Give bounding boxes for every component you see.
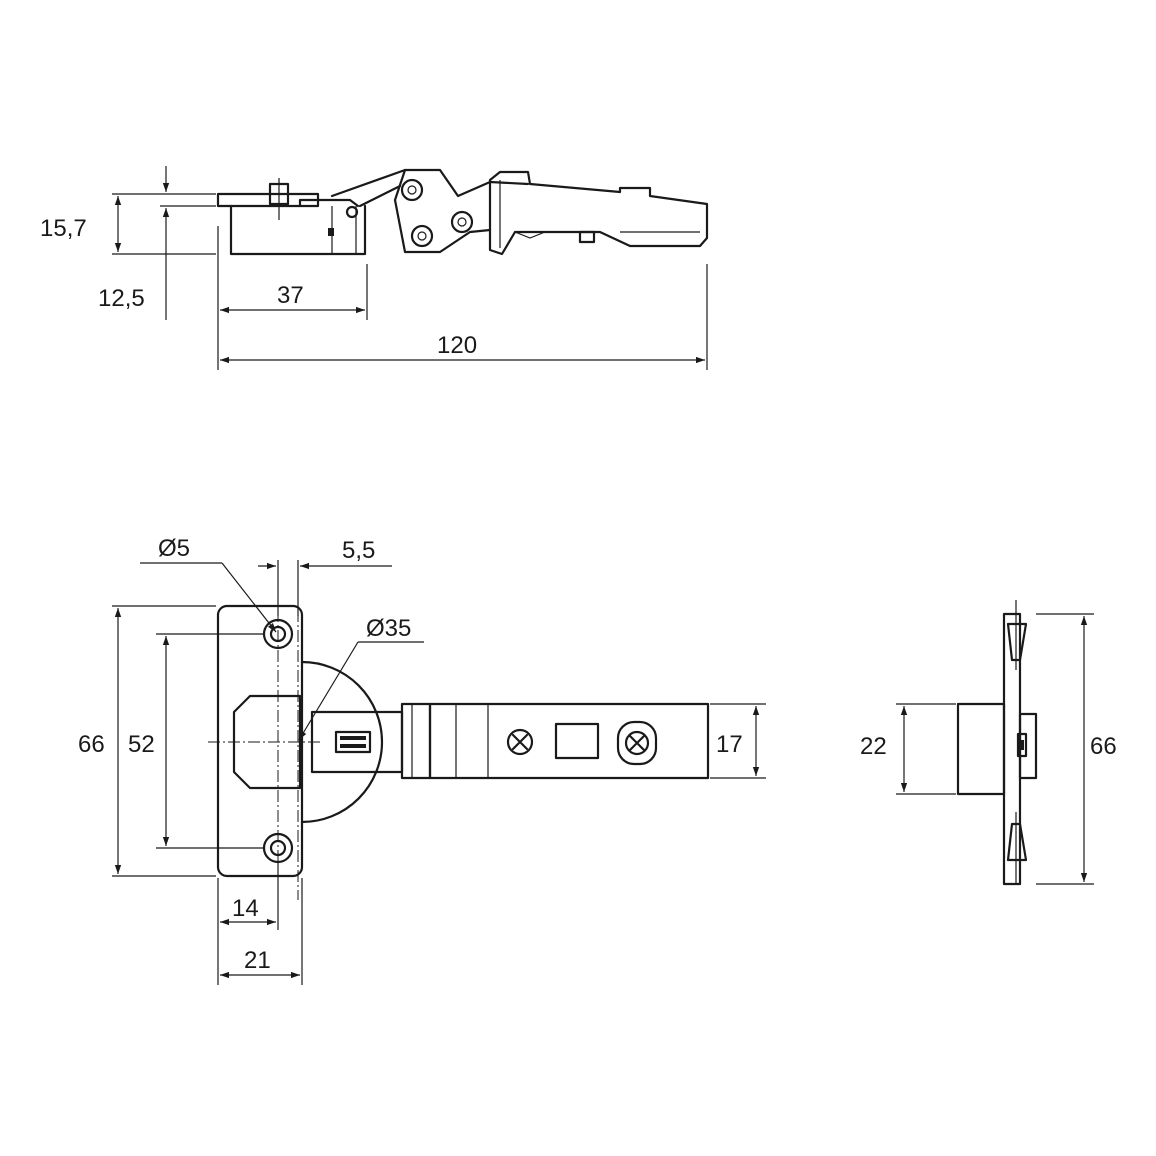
dim-plate-height: 66 <box>78 731 105 758</box>
end-view: 22 66 <box>860 600 1117 886</box>
dim-arm-width: 17 <box>716 731 743 758</box>
dim-hole-diameter: Ø5 <box>158 535 190 562</box>
dim-cup-diameter: Ø35 <box>366 615 411 642</box>
dim-overall-length: 120 <box>437 332 477 359</box>
dim-hole-spacing: 52 <box>128 731 155 758</box>
dim-hole-center-x: 14 <box>232 895 259 922</box>
side-view: 15,7 12,5 37 120 <box>40 166 709 370</box>
plan-view: Ø5 5,5 Ø35 66 52 17 14 21 <box>78 535 766 985</box>
dim-cup-length: 37 <box>277 282 304 309</box>
dim-hole-offset: 5,5 <box>342 537 375 564</box>
dim-end-plate-height: 66 <box>1090 733 1117 760</box>
dim-height-total: 15,7 <box>40 215 87 242</box>
dim-height-cup: 12,5 <box>98 285 145 312</box>
dim-block-height: 22 <box>860 733 887 760</box>
dim-plate-width: 21 <box>244 947 271 974</box>
